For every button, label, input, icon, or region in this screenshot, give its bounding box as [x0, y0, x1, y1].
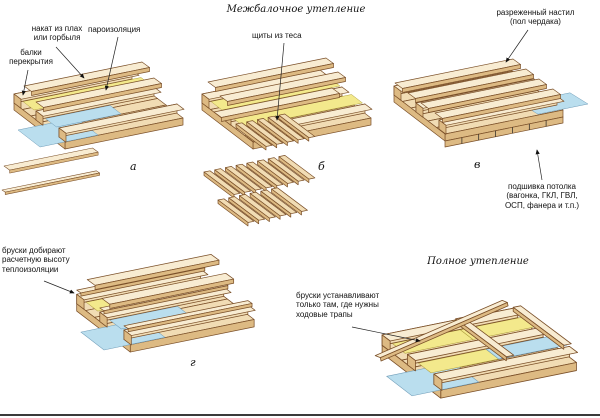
- ceiling-lining-band: [444, 116, 564, 148]
- full-insulation-title: Полное утепление: [427, 256, 529, 267]
- bottom-rule: [0, 414, 600, 416]
- label-bruski-walkways: бруски устанавливают только там, где нуж…: [296, 291, 380, 319]
- label-sparse-decking: разреженный настил (пол чердака): [496, 8, 575, 27]
- label-board-shields: щиты из теса: [252, 31, 302, 40]
- label-beams: балки перекрытия: [9, 48, 53, 67]
- main-title: Межбалочное утепление: [226, 4, 366, 15]
- letter-v: в: [474, 158, 481, 171]
- label-bruski-height: бруски добирают расчетную высоту теплоиз…: [2, 246, 70, 274]
- letter-b: б: [318, 160, 325, 173]
- letter-a: а: [130, 160, 137, 173]
- letter-g: г: [190, 356, 196, 369]
- diagram-full-insulation-illustration: [369, 299, 579, 399]
- diagram-g-illustration: [76, 254, 256, 353]
- label-nakat: накат из плах или горбыля: [31, 24, 83, 43]
- label-ceiling-lining: подшивка потолка (вагонка, ГКЛ, ГВЛ, ОСП…: [504, 182, 580, 210]
- label-vapor-barrier: пароизоляция: [88, 25, 141, 34]
- diagram-v-illustration: [393, 58, 589, 148]
